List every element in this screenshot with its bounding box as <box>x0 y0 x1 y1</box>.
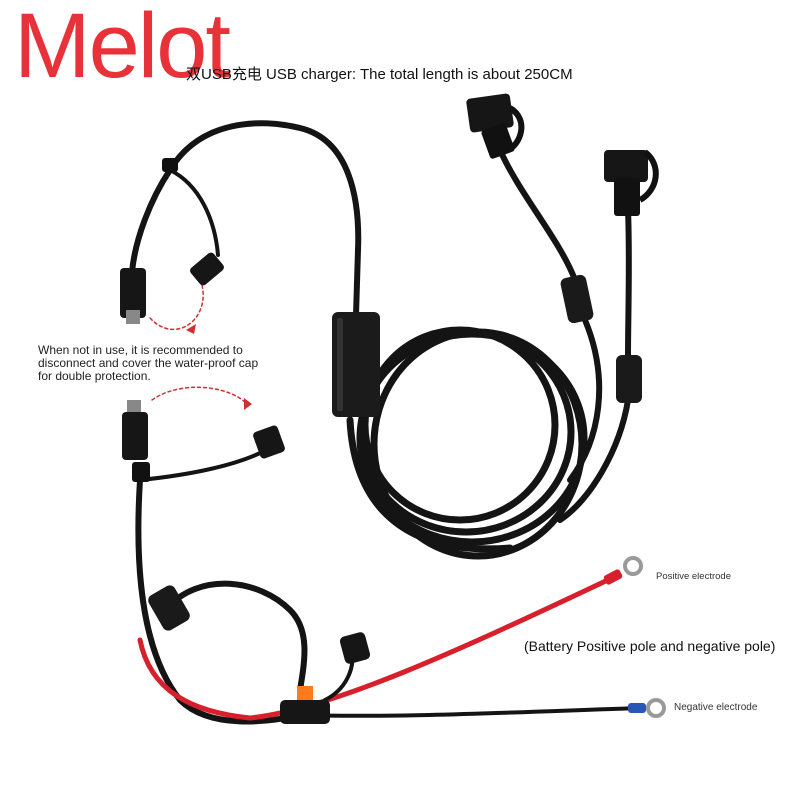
rotate-arrow-top <box>149 284 204 331</box>
usb-join-1 <box>567 317 603 483</box>
sae-connector-top <box>120 158 178 324</box>
arrowhead-top <box>186 324 196 334</box>
usb-join-2 <box>557 397 631 523</box>
cap-tip-note: When not in use, it is recommended to di… <box>38 343 259 383</box>
negative-ring-terminal <box>628 698 666 718</box>
fuse-loop <box>162 580 308 693</box>
ferrite-core-3 <box>148 585 190 631</box>
fuse-holder <box>280 632 371 724</box>
arrowhead-bottom <box>244 398 252 410</box>
upper-cable <box>167 120 362 318</box>
sae-connector-bottom <box>122 400 150 482</box>
converter-box <box>332 312 380 417</box>
usb-port-2 <box>604 149 659 216</box>
battery-poles-label: (Battery Positive pole and negative pole… <box>524 638 776 654</box>
negative-electrode-label: Negative electrode <box>674 702 758 713</box>
rotate-arrow-bottom <box>151 386 249 406</box>
brand-logo: Melot <box>14 0 231 97</box>
ferrite-core-2 <box>616 355 642 403</box>
cable-coil <box>346 326 588 560</box>
positive-ring-terminal <box>603 556 643 585</box>
usb-port-1 <box>466 93 525 159</box>
sae-branch-top <box>129 167 173 275</box>
negative-wire <box>298 706 642 718</box>
usb-cable-2 <box>625 207 632 358</box>
sae-cap-top <box>190 252 224 286</box>
sae-cap-lead-top <box>168 168 220 257</box>
sae-branch-bottom <box>138 446 272 482</box>
product-heading: 双USB充电 USB charger: The total length is … <box>186 66 573 83</box>
ferrite-core-1 <box>560 274 594 324</box>
positive-electrode-label: Positive electrode <box>656 571 731 582</box>
usb-cable-1 <box>497 147 578 283</box>
sae-cap-bottom <box>253 425 285 459</box>
